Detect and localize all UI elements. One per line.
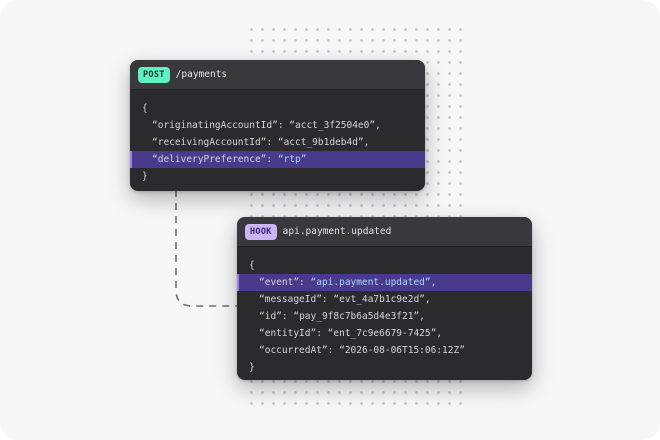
json-line: } bbox=[142, 171, 148, 182]
json-line: { bbox=[249, 260, 255, 271]
json-line-highlighted: “deliveryPreference”: “rtp” bbox=[130, 151, 425, 168]
json-line: “occurredAt”: “2026-08-06T15:06:12Z” bbox=[259, 345, 465, 356]
method-badge: POST bbox=[138, 66, 170, 83]
request-card: POST /payments { “originatingAccountId”:… bbox=[130, 60, 425, 191]
hook-badge: HOOK bbox=[245, 223, 277, 240]
json-line: “originatingAccountId”: “acct_3f2504e0”, bbox=[152, 120, 381, 131]
request-card-header: POST /payments bbox=[130, 60, 425, 90]
request-json-body: { “originatingAccountId”: “acct_3f2504e0… bbox=[130, 90, 425, 185]
json-line: “messageId”: “evt_4a7b1c9e2d”, bbox=[259, 294, 431, 305]
json-line: { bbox=[142, 103, 148, 114]
json-line: “id”: “pay_9f8c7b6a5d4e3f21”, bbox=[259, 311, 425, 322]
json-line: “receivingAccountId”: “acct_9b1deb4d”, bbox=[152, 137, 370, 148]
event-name: api.payment.updated bbox=[282, 226, 392, 237]
json-line: } bbox=[249, 362, 255, 373]
webhook-json-body: { “event”: “api.payment.updated”, “messa… bbox=[237, 247, 532, 376]
json-line-highlighted: “event”: “api.payment.updated”, bbox=[237, 274, 532, 291]
webhook-card-header: HOOK api.payment.updated bbox=[237, 217, 532, 247]
json-line: “entityId”: “ent_7c9e6679-7425”, bbox=[259, 328, 443, 339]
webhook-card: HOOK api.payment.updated { “event”: “api… bbox=[237, 217, 532, 380]
endpoint-path: /payments bbox=[175, 69, 228, 80]
